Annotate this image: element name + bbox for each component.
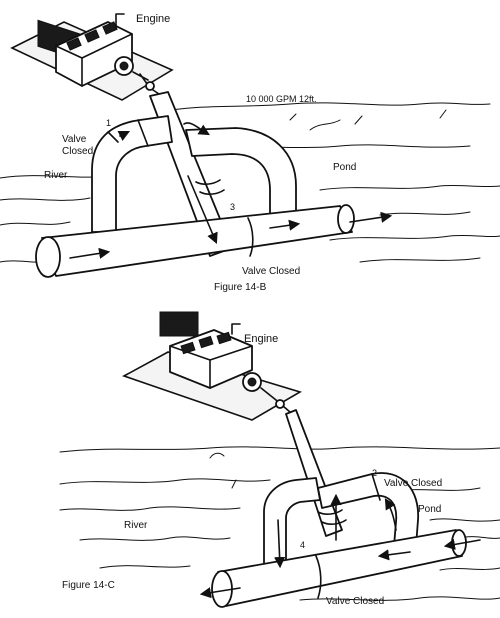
inclined-pipe-c [285, 409, 343, 537]
main-pipe-c [211, 529, 467, 608]
valve-1-label-line2: Closed [62, 146, 93, 157]
left-arch-pipe-c [263, 477, 321, 567]
valve-closed-label-b: Valve Closed [242, 266, 300, 277]
figure-14b: Engine 10 000 GPM 12ft. 1 Valve Closed R… [0, 13, 500, 293]
figure-14b-caption: Figure 14-B [214, 282, 267, 293]
main-pipe-b [35, 204, 355, 278]
valve-2-label: Valve Closed [384, 478, 442, 489]
pond-label-b: Pond [333, 162, 356, 173]
valve-2-number: 2 [372, 468, 377, 478]
engine-label-c: Engine [244, 333, 278, 345]
engine-b [10, 13, 174, 101]
figure-14c: Engine 2 Valve Closed Pond River 4 Valve… [59, 311, 500, 608]
water-surface-c [59, 446, 500, 601]
junction-3-number: 3 [230, 202, 235, 212]
flow-rate-label: 10 000 GPM 12ft. [246, 94, 317, 104]
valve-closed-label-c: Valve Closed [326, 596, 384, 607]
river-label-b: River [44, 170, 68, 181]
valve-1-label-line1: Valve [62, 134, 87, 145]
engine-c [122, 311, 302, 421]
engine-label-b: Engine [136, 13, 170, 25]
left-arch-pipe-b [91, 115, 173, 233]
valve-1-number: 1 [106, 118, 111, 128]
figure-14c-caption: Figure 14-C [62, 580, 115, 591]
junction-4-number: 4 [300, 540, 305, 550]
river-label-c: River [124, 520, 148, 531]
pond-label-c: Pond [418, 504, 441, 515]
